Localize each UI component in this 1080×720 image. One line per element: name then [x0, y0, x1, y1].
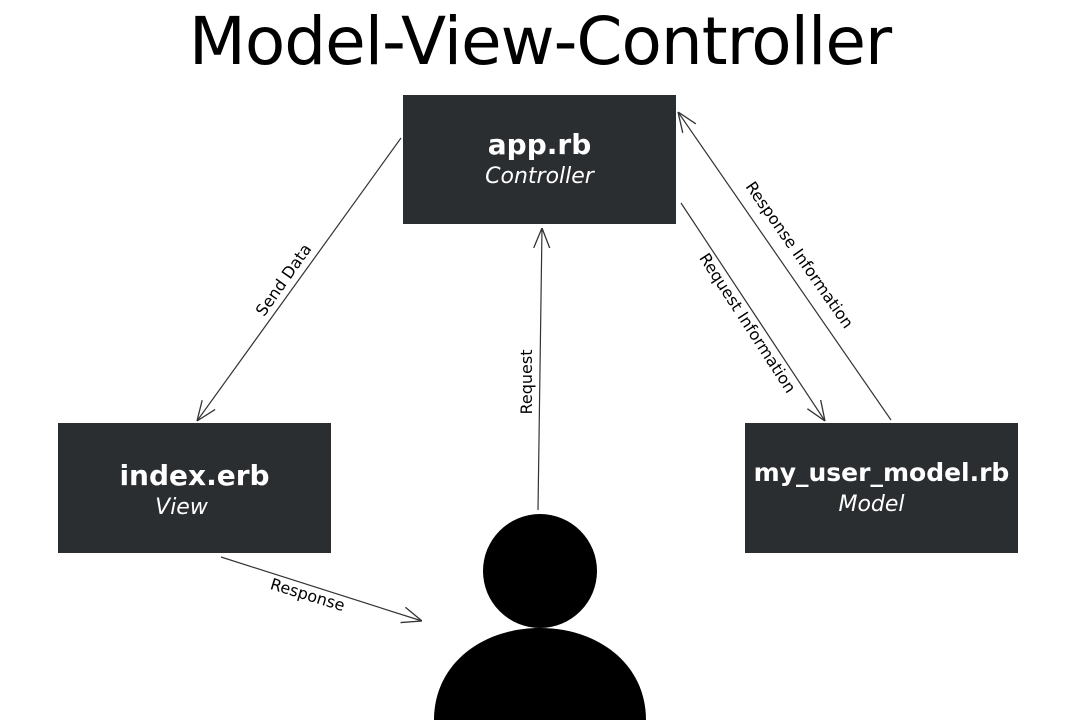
- view-role: View: [155, 495, 208, 520]
- controller-node: app.rb Controller: [403, 95, 676, 224]
- request-information-label: Request Information: [695, 250, 800, 397]
- response-information-arrow: [678, 112, 892, 421]
- response-information-label: Response Information: [742, 178, 858, 332]
- response-arrow: [220, 556, 422, 621]
- send-data-arrow: [197, 137, 402, 421]
- controller-name: app.rb: [487, 127, 592, 161]
- request-information-arrow: [680, 202, 825, 421]
- diagram-title: Model-View-Controller: [188, 3, 892, 80]
- send-data-label: Send Data: [252, 240, 316, 319]
- view-name: index.erb: [119, 459, 270, 492]
- request-arrow: [538, 228, 542, 511]
- model-role: Model: [838, 492, 905, 517]
- response-label: Response: [268, 574, 347, 615]
- controller-role: Controller: [485, 163, 594, 189]
- model-node: my_user_model.rb Model: [745, 423, 1018, 553]
- model-name: my_user_model.rb: [753, 458, 1010, 487]
- request-label: Request: [517, 350, 536, 415]
- view-node: index.erb View: [58, 423, 331, 553]
- user-silhouette-icon: [434, 514, 646, 720]
